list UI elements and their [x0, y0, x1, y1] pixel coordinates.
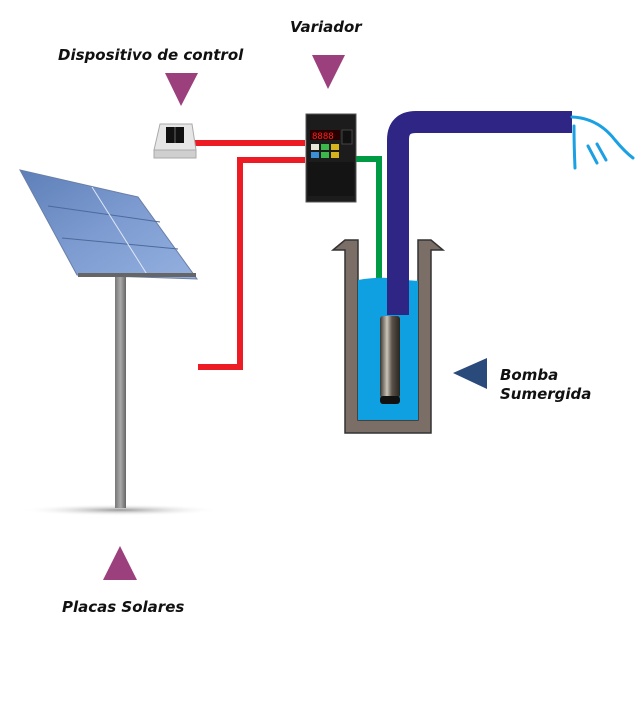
pump-label-line1: Bomba	[500, 366, 559, 384]
water-pipe	[387, 111, 572, 315]
solar-panels-pointer-icon	[103, 546, 137, 580]
pump-pointer-icon	[453, 358, 487, 389]
control-device-label: Dispositivo de control	[58, 46, 244, 64]
pump-label-line2: Sumergida	[500, 385, 592, 403]
submersible-pump-icon	[380, 316, 400, 404]
variator-label: Variador	[290, 18, 362, 36]
solar-panel-icon	[19, 169, 220, 516]
signal-wire-pump	[355, 156, 382, 315]
water-outflow-icon	[570, 115, 635, 170]
control-device-icon	[153, 123, 197, 159]
power-wire-panels	[198, 157, 305, 370]
variator-pointer-icon	[312, 55, 345, 89]
svg-text:8888: 8888	[312, 132, 334, 142]
solar-panels-label: Placas Solares	[62, 598, 185, 616]
control-device-pointer-icon	[165, 73, 198, 106]
variator-icon: 8888	[305, 113, 357, 203]
